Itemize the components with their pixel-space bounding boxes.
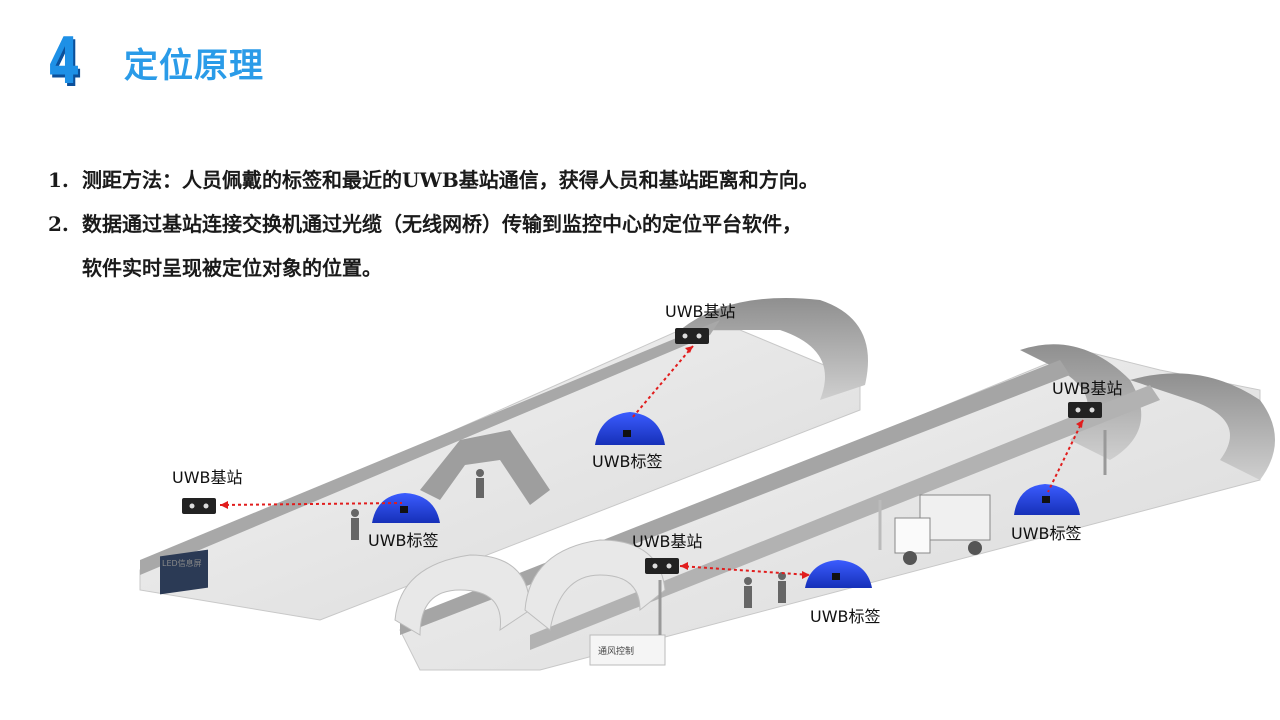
positioning-diagram: UWB基站 UWB基站 UWB基站 UWB基站 UWB标签 UWB标签 UWB标… [120, 290, 1280, 710]
station-label: UWB基站 [632, 532, 703, 551]
section-number: 4 [48, 25, 81, 99]
left-tunnel [139, 298, 868, 621]
helmet-tag-icon [595, 412, 665, 445]
tag-label: UWB标签 [1011, 524, 1082, 543]
list-item: 1. 测距方法：人员佩戴的标签和最近的UWB基站通信，获得人员和基站距离和方向。 [48, 158, 1048, 202]
helmet-tag-icon [372, 493, 440, 523]
station-label: UWB基站 [1052, 379, 1123, 398]
station-label: UWB基站 [172, 468, 243, 487]
tunnel-illustration [139, 298, 1275, 671]
list-item-text: 测距方法：人员佩戴的标签和最近的UWB基站通信，获得人员和基站距离和方向。 [82, 168, 819, 192]
base-station-icon [182, 498, 216, 514]
led-screen-label: LED信息屏 [162, 559, 202, 568]
tag-label: UWB标签 [592, 452, 663, 471]
control-sign [589, 634, 666, 666]
list-item-continuation: 软件实时呈现被定位对象的位置。 [82, 256, 382, 280]
base-station-icon [645, 558, 679, 574]
list-item-number: 1. [48, 168, 69, 192]
description: 1. 测距方法：人员佩戴的标签和最近的UWB基站通信，获得人员和基站距离和方向。… [48, 158, 1048, 290]
helmet-tag-icon [805, 560, 872, 588]
list-item-text: 数据通过基站连接交换机通过光缆（无线网桥）传输到监控中心的定位平台软件， [82, 212, 802, 236]
list-item: 2. 数据通过基站连接交换机通过光缆（无线网桥）传输到监控中心的定位平台软件， [48, 202, 1048, 246]
signal-arrowheads [220, 346, 1083, 579]
tag-label: UWB标签 [368, 531, 439, 550]
section-header: 4 定位原理 [48, 22, 264, 102]
sign-label: 通风控制 [598, 647, 635, 657]
signal-lines [219, 345, 1084, 576]
right-tunnels [394, 344, 1275, 671]
helmet-tag-icon [1014, 484, 1080, 515]
led-screen [160, 549, 208, 595]
tag-label: UWB标签 [810, 607, 881, 626]
section-title: 定位原理 [124, 45, 264, 86]
base-station-icon [675, 328, 709, 344]
station-label: UWB基站 [665, 302, 736, 321]
truck-icon [894, 494, 991, 565]
base-station-icon [1068, 402, 1102, 418]
list-item-number: 2. [48, 212, 69, 236]
